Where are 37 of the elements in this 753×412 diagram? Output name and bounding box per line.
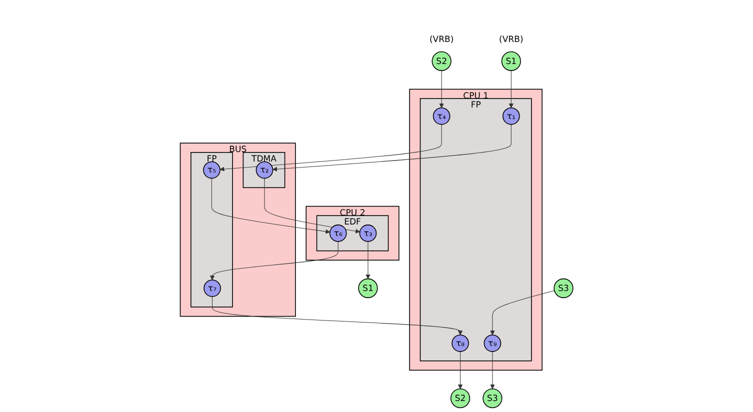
node-label: (VRB) bbox=[498, 34, 524, 44]
arrow bbox=[508, 70, 514, 108]
cluster bbox=[409, 88, 542, 371]
arrow bbox=[211, 178, 330, 234]
arrow bbox=[490, 290, 555, 336]
node-circle bbox=[432, 51, 452, 71]
node-circle bbox=[432, 107, 450, 125]
node-circle bbox=[484, 334, 502, 352]
arrow bbox=[439, 70, 444, 108]
node-circle bbox=[450, 388, 470, 408]
arrow bbox=[220, 124, 442, 172]
arrow bbox=[212, 296, 463, 336]
node-circle bbox=[202, 161, 220, 179]
node-circle bbox=[358, 278, 378, 298]
node-circle bbox=[482, 388, 502, 408]
node-circle bbox=[203, 280, 221, 297]
node-circle bbox=[501, 51, 521, 71]
cluster bbox=[190, 152, 233, 308]
arrow bbox=[210, 241, 338, 280]
cluster bbox=[306, 206, 400, 261]
arrow bbox=[366, 241, 370, 280]
cluster bbox=[420, 98, 532, 362]
cluster bbox=[242, 152, 286, 188]
arrow bbox=[458, 351, 463, 390]
node-circle bbox=[329, 224, 347, 242]
node-circle bbox=[554, 278, 574, 298]
cluster bbox=[316, 215, 389, 252]
node-circle bbox=[502, 107, 520, 125]
node-circle bbox=[452, 334, 469, 352]
arrow bbox=[264, 178, 360, 234]
node-circle bbox=[256, 161, 274, 179]
arrow bbox=[490, 351, 495, 390]
task-flow-diagram: CPU 2 BUS CPU 1 EDF FP TDMA FP (VRB) (VRB) S2 S1 τ₄ τ₁ τ₅ τ₂ τ₆ τ₃ τ₇ S1 S3 τ₈ τ₉ S2 S3 bbox=[176, 0, 578, 412]
cluster bbox=[180, 142, 296, 317]
arrow bbox=[272, 124, 512, 172]
node-label: (VRB) bbox=[429, 34, 454, 44]
node-circle bbox=[359, 224, 377, 242]
